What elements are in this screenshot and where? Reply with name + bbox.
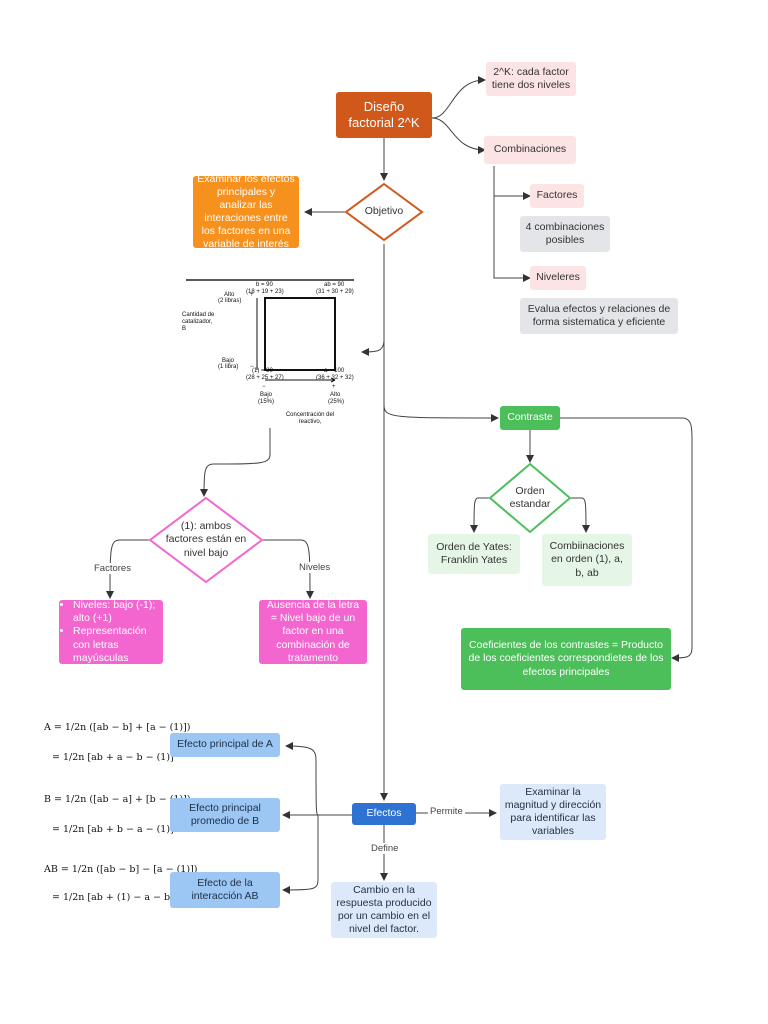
x-axis-label: Concentración del reactivo, bbox=[285, 412, 335, 426]
label-a: a = 100 bbox=[324, 368, 345, 374]
combinaciones-orden-node: Combiinaciones en orden (1), a, b, ab bbox=[542, 534, 632, 586]
formula-a-2: = 1/2n [ab + a − b − (1)] bbox=[52, 752, 174, 763]
cambio-node: Cambio en la respuesta producido por un … bbox=[331, 882, 437, 938]
formula-ab-1: AB = 1/2n ([ab − b] − [a − (1)]) bbox=[44, 864, 198, 875]
niveles-item-1: Niveles: bajo (-1); alto (+1) bbox=[73, 599, 159, 625]
orden-diamond bbox=[488, 462, 572, 534]
label-one: (1) = 80 bbox=[252, 368, 273, 374]
ausencia-node: Ausencia de la letra = Nivel bajo de un … bbox=[259, 599, 367, 664]
formula-ab-2: = 1/2n [ab + (1) − a − b] bbox=[52, 892, 174, 903]
factorial-square-figure: b = 90 (18 + 19 + 23) ab = 90 (31 + 30 +… bbox=[180, 272, 360, 428]
minus-y: − bbox=[250, 364, 254, 370]
ambos-diamond bbox=[148, 496, 264, 584]
y-high: Alto bbox=[224, 292, 235, 298]
formula-b-2: = 1/2n [ab + b − a − (1)] bbox=[52, 824, 174, 835]
formula-a-1: A = 1/2n ([ab − b] + [a − (1)]) bbox=[44, 722, 191, 733]
y-low: Bajo bbox=[222, 358, 235, 364]
y-axis-label: Cantidad de catalizador, B bbox=[182, 312, 215, 333]
cada-factor-node: 2^K: cada factor tiene dos niveles bbox=[486, 62, 576, 96]
formula-b-1: B = 1/2n ([ab − a] + [b − (1)]) bbox=[44, 794, 191, 805]
plus-x: + bbox=[332, 384, 336, 390]
contraste-node: Contraste bbox=[500, 406, 560, 430]
y-low-sub: (1 libra) bbox=[218, 364, 239, 370]
edge-factores: Factores bbox=[92, 563, 133, 574]
x-low-sub: (15%) bbox=[258, 399, 275, 405]
objetivo-diamond bbox=[344, 182, 424, 242]
combinaciones-node: Combinaciones bbox=[484, 136, 576, 164]
edge-define: Define bbox=[369, 843, 401, 854]
efecto-b-node: Efecto principal promedio de B bbox=[170, 798, 280, 832]
niveles-box: Niveles: bajo (-1); alto (+1) Representa… bbox=[59, 599, 163, 664]
plus-y: + bbox=[250, 292, 254, 298]
edge-niveles: Niveles bbox=[297, 562, 333, 573]
efecto-ab-node: Efecto de la interacción AB bbox=[170, 872, 280, 908]
label-b-sub: (18 + 19 + 23) bbox=[246, 289, 284, 295]
efectos-node: Efectos bbox=[352, 803, 416, 825]
minus-x: − bbox=[262, 384, 266, 390]
examinar-efectos-node: Examinar los efectos principales y anali… bbox=[193, 173, 299, 250]
niveles-item-2: Representación con letras mayúsculas bbox=[73, 625, 159, 664]
cuatro-combinaciones-node: 4 combinaciones posibles bbox=[520, 216, 610, 252]
objetivo-label: Objetivo bbox=[364, 205, 404, 218]
label-ab: ab = 90 bbox=[324, 282, 345, 288]
niveleres-node: Niveleres bbox=[530, 266, 586, 290]
x-high-sub: (25%) bbox=[328, 399, 345, 405]
ambos-bajo-label: (1): ambos factores están en nivel bajo bbox=[165, 520, 247, 559]
label-a-sub: (36 + 32 + 32) bbox=[316, 375, 354, 381]
label-ab-sub: (31 + 30 + 29) bbox=[316, 289, 354, 295]
factores-small-node: Factores bbox=[530, 184, 584, 208]
examinar-magnitud-node: Examinar la magnitud y dirección para id… bbox=[500, 784, 606, 840]
orden-estandar-label: Orden estandar bbox=[509, 484, 551, 510]
coeficientes-node: Coeficientes de los contrastes = Product… bbox=[461, 628, 671, 690]
efecto-a-node: Efecto principal de A bbox=[170, 733, 280, 757]
label-b: b = 90 bbox=[256, 282, 273, 288]
x-low: Bajo bbox=[260, 392, 273, 398]
root-node: Diseño factorial 2^K bbox=[336, 92, 432, 138]
edge-permite: Permite bbox=[428, 806, 465, 817]
formula-block: A = 1/2n ([ab − b] + [a − (1)]) = 1/2n [… bbox=[44, 716, 197, 906]
orden-yates-node: Orden de Yates: Franklin Yates bbox=[428, 534, 520, 574]
label-one-sub: (28 + 25 + 27) bbox=[246, 375, 284, 381]
y-high-sub: (2 libras) bbox=[218, 298, 242, 304]
x-high: Alto bbox=[330, 392, 341, 398]
evalua-node: Evalua efectos y relaciones de forma sis… bbox=[520, 298, 678, 334]
